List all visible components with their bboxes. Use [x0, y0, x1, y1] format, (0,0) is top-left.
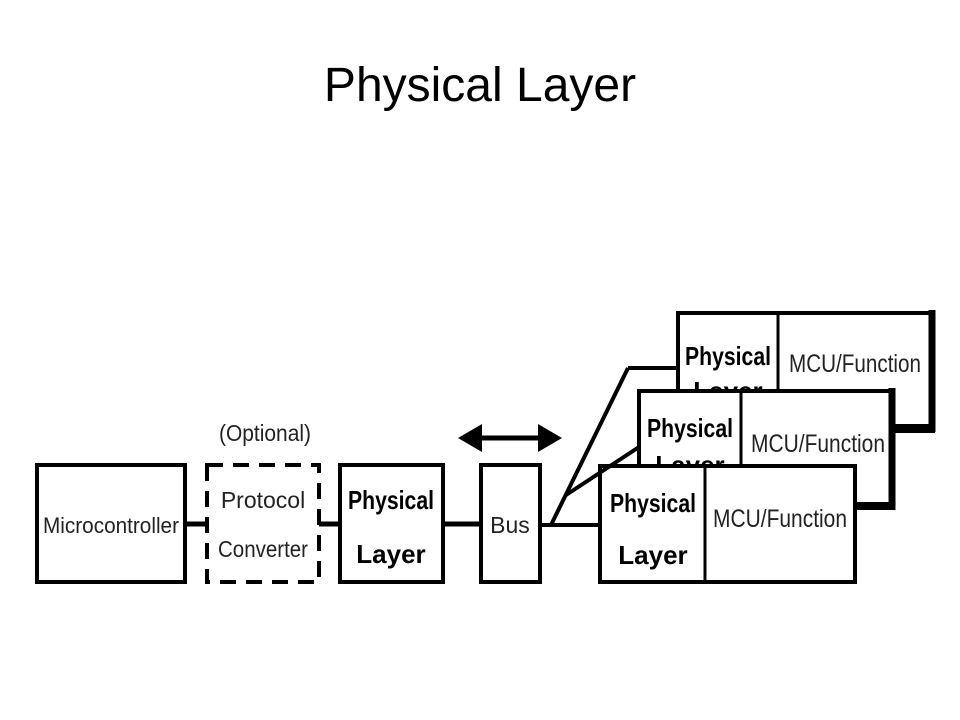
physical-layer-box [338, 463, 445, 584]
physical-layer-block: Physical Layer [338, 463, 445, 584]
physical-layer-line2: Layer [356, 539, 425, 569]
bus-label: Bus [490, 512, 530, 538]
node-front: Physical Layer MCU/Function [598, 464, 857, 584]
node-front-physical-label: Physical [610, 488, 696, 518]
bus-fanout-lines [540, 366, 678, 527]
physical-layer-line1: Physical [348, 485, 434, 515]
node-front-function-label: MCU/Function [713, 505, 847, 533]
node-middle-physical-label: Physical [647, 413, 733, 443]
bus-block: Bus [479, 463, 542, 584]
node-back-physical-label: Physical [685, 341, 771, 371]
protocol-converter-line1: Protocol [221, 487, 305, 513]
microcontroller-label: Microcontroller [43, 513, 179, 538]
bus-box [479, 463, 542, 584]
node-front-layer-label: Layer [618, 540, 687, 570]
protocol-converter-box [205, 463, 321, 584]
node-back-function-label: MCU/Function [789, 350, 921, 378]
bidirectional-arrow-icon [458, 424, 562, 452]
node-middle-function-label: MCU/Function [751, 430, 885, 458]
microcontroller-box [35, 463, 187, 584]
protocol-converter-block: (Optional) Protocol Converter [205, 420, 321, 584]
slide-title: Physical Layer [323, 59, 637, 112]
microcontroller-block: Microcontroller [35, 463, 187, 584]
protocol-converter-line2: Converter [218, 536, 308, 562]
optional-label: (Optional) [219, 420, 311, 446]
